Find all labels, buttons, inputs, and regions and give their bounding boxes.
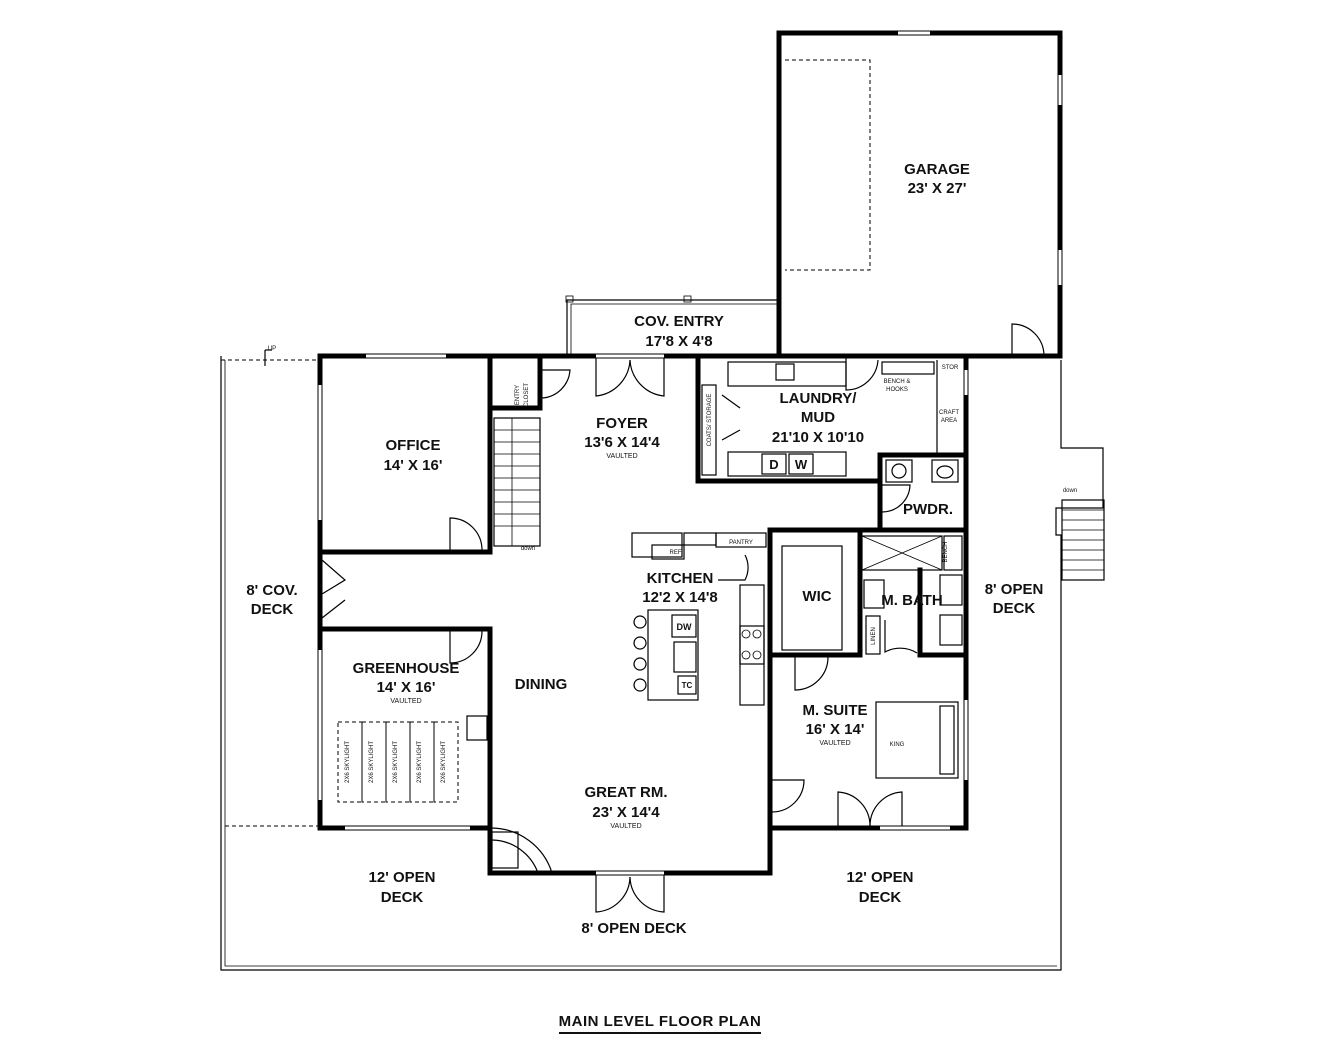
room-label-foyer: FOYER 13'6 X 14'4 VAULTED	[584, 415, 660, 460]
plan-title: MAIN LEVEL FLOOR PLAN	[0, 1013, 1320, 1034]
svg-text:VAULTED: VAULTED	[819, 740, 850, 747]
svg-text:8' OPEN: 8' OPEN	[985, 581, 1044, 598]
svg-text:down: down	[1063, 488, 1077, 494]
svg-text:23' X 14'4: 23' X 14'4	[592, 804, 660, 821]
room-label-great-rm: GREAT RM. 23' X 14'4 VAULTED	[584, 784, 667, 830]
svg-text:12'2 X 14'8: 12'2 X 14'8	[642, 589, 718, 606]
svg-text:VAULTED: VAULTED	[390, 698, 421, 705]
svg-text:UP: UP	[268, 346, 276, 352]
exterior-walls	[317, 353, 1015, 876]
svg-text:M. BATH: M. BATH	[881, 592, 942, 609]
svg-text:DINING: DINING	[515, 676, 568, 693]
svg-text:23' X 27': 23' X 27'	[908, 180, 967, 197]
fixture-labels: ENTRY CLOSET COATS/ STORAGE BENCH & HOOK…	[268, 346, 1077, 783]
room-label-pwdr: PWDR.	[903, 501, 953, 518]
svg-text:12' OPEN: 12' OPEN	[847, 869, 914, 886]
svg-text:2X6 SKYLIGHT: 2X6 SKYLIGHT	[369, 741, 375, 783]
room-label-dining: DINING	[515, 676, 568, 693]
svg-text:21'10 X 10'10: 21'10 X 10'10	[772, 429, 864, 446]
svg-text:BENCH: BENCH	[943, 541, 949, 562]
doors	[321, 358, 918, 913]
svg-text:DECK: DECK	[993, 600, 1036, 617]
room-label-garage: GARAGE 23' X 27'	[904, 161, 970, 197]
svg-text:2X6 SKYLIGHT: 2X6 SKYLIGHT	[345, 741, 351, 783]
svg-text:VAULTED: VAULTED	[606, 453, 637, 460]
room-label-msuite: M. SUITE 16' X 14' VAULTED	[802, 702, 867, 747]
wic-shelving	[781, 545, 843, 651]
svg-text:8' OPEN DECK: 8' OPEN DECK	[581, 920, 686, 937]
svg-text:LAUNDRY/: LAUNDRY/	[780, 390, 858, 407]
svg-text:2X6 SKYLIGHT: 2X6 SKYLIGHT	[393, 741, 399, 783]
room-label-open-deck-se: 12' OPEN DECK	[847, 869, 914, 906]
svg-text:DECK: DECK	[859, 889, 902, 906]
bath-fixtures	[861, 535, 963, 655]
interior-stair	[493, 417, 541, 547]
interior-walls	[317, 353, 969, 831]
svg-text:17'8 X 4'8: 17'8 X 4'8	[645, 333, 712, 350]
deck-stair	[1061, 499, 1105, 581]
svg-text:2X6 SKYLIGHT: 2X6 SKYLIGHT	[441, 741, 447, 783]
kitchen-fixtures	[631, 532, 767, 706]
svg-text:13'6 X 14'4: 13'6 X 14'4	[584, 434, 660, 451]
svg-text:ENTRY: ENTRY	[515, 385, 521, 405]
deck-outline	[220, 349, 1104, 971]
svg-text:14' X 16': 14' X 16'	[384, 457, 443, 474]
covered-entry-outline	[565, 295, 779, 356]
svg-text:PANTRY: PANTRY	[729, 540, 753, 546]
svg-text:TC: TC	[682, 681, 693, 690]
room-label-cov-entry: COV. ENTRY 17'8 X 4'8	[634, 313, 724, 350]
svg-text:COV. ENTRY: COV. ENTRY	[634, 313, 724, 330]
svg-text:M. SUITE: M. SUITE	[802, 702, 867, 719]
garage	[776, 30, 1063, 359]
svg-text:OFFICE: OFFICE	[386, 437, 441, 454]
svg-text:down: down	[521, 546, 535, 552]
svg-text:GREAT RM.: GREAT RM.	[584, 784, 667, 801]
laundry-cabinets	[701, 361, 935, 477]
svg-text:W: W	[795, 457, 808, 472]
room-label-mbath: M. BATH	[881, 592, 942, 609]
svg-text:CRAFT: CRAFT	[939, 410, 959, 416]
svg-text:COATS/ STORAGE: COATS/ STORAGE	[707, 394, 713, 447]
svg-text:DECK: DECK	[381, 889, 424, 906]
svg-text:STOR: STOR	[942, 365, 959, 371]
svg-text:GARAGE: GARAGE	[904, 161, 970, 178]
svg-text:16' X 14': 16' X 14'	[806, 721, 865, 738]
pwdr-fixtures	[885, 459, 959, 483]
svg-text:2X6 SKYLIGHT: 2X6 SKYLIGHT	[417, 741, 423, 783]
svg-text:WIC: WIC	[802, 588, 831, 605]
svg-text:8' COV.: 8' COV.	[246, 582, 297, 599]
svg-text:HOOKS: HOOKS	[886, 387, 908, 393]
svg-text:BENCH &: BENCH &	[884, 379, 911, 385]
room-label-office: OFFICE 14' X 16'	[384, 437, 443, 474]
room-label-laundry: LAUNDRY/ MUD 21'10 X 10'10	[772, 390, 864, 446]
svg-text:KING: KING	[890, 742, 905, 748]
room-label-kitchen: KITCHEN 12'2 X 14'8	[642, 570, 718, 606]
svg-text:LINEN: LINEN	[871, 627, 877, 645]
svg-text:KITCHEN: KITCHEN	[647, 570, 714, 587]
svg-text:DW: DW	[677, 622, 692, 632]
svg-text:VAULTED: VAULTED	[610, 823, 641, 830]
plan-title-text: MAIN LEVEL FLOOR PLAN	[558, 1013, 762, 1034]
room-label-open-deck-south: 8' OPEN DECK	[581, 920, 686, 937]
svg-text:DECK: DECK	[251, 601, 294, 618]
svg-text:14' X 16': 14' X 16'	[377, 679, 436, 696]
room-label-wic: WIC	[802, 588, 831, 605]
svg-text:D: D	[769, 457, 778, 472]
room-label-open-deck-east: 8' OPEN DECK	[985, 581, 1044, 617]
room-label-cov-deck: 8' COV. DECK	[246, 582, 297, 618]
svg-text:GREENHOUSE: GREENHOUSE	[353, 660, 460, 677]
svg-text:MUD: MUD	[801, 409, 835, 426]
king-bed	[875, 701, 959, 779]
svg-text:FOYER: FOYER	[596, 415, 648, 432]
svg-text:REF.: REF.	[669, 550, 682, 556]
room-label-open-deck-sw: 12' OPEN DECK	[369, 869, 436, 906]
spiral-stair	[491, 827, 553, 874]
svg-text:AREA: AREA	[941, 418, 957, 424]
svg-text:12' OPEN: 12' OPEN	[369, 869, 436, 886]
skylights	[337, 715, 488, 803]
room-label-greenhouse: GREENHOUSE 14' X 16' VAULTED	[353, 660, 460, 705]
svg-text:PWDR.: PWDR.	[903, 501, 953, 518]
svg-text:CLOSET: CLOSET	[524, 383, 530, 407]
